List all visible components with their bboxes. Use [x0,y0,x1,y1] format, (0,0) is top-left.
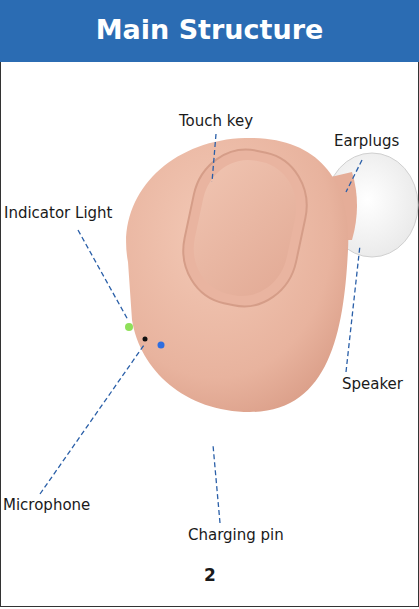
leader-line [346,245,360,372]
leader-line [78,230,128,320]
blue-indicator [158,342,165,349]
green-indicator [125,323,133,331]
page-title: Main Structure [0,14,419,45]
microphone-hole [143,337,148,342]
part-label: Touch key [179,112,253,130]
leader-line [346,160,362,192]
part-label: Speaker [342,375,403,393]
part-label: Microphone [3,496,90,514]
part-label: Earplugs [334,132,399,150]
page-number: 2 [204,565,216,585]
leader-line [40,345,144,494]
part-label: Charging pin [188,526,284,544]
touch-key [185,152,305,305]
part-label: Indicator Light [4,204,113,222]
earbud-body [126,138,348,412]
touch-key-rim [173,140,317,316]
leader-line [213,445,220,523]
leader-line [212,134,216,182]
